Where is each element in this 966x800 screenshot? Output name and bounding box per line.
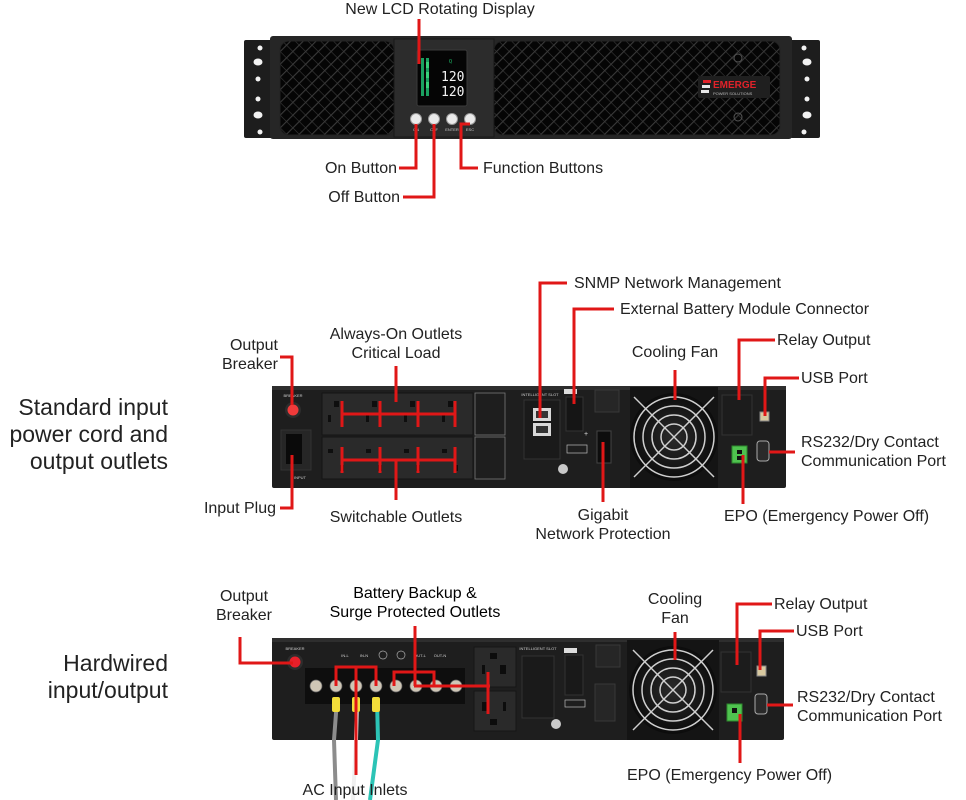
std-epo-callout: EPO (Emergency Power Off) [724,508,930,525]
hw-cooling-fan-line-1: Cooling [647,591,703,608]
std-input-plug[interactable] [286,434,302,464]
rack-ear-left [244,40,274,138]
standard-caption-line-2: power cord and [9,421,168,447]
switchable-outlets-callout: Switchable Outlets [329,509,463,526]
std-epo-connector[interactable] [731,445,748,464]
battery-backup-callout: Battery Backup & Surge Protected Outlets [305,584,525,622]
brand-subtitle: POWER SOLUTIONS [713,91,753,96]
hardwired-caption-line-1: Hardwired [63,650,168,676]
std-rs232-port[interactable] [756,440,770,462]
hw-usb-port-callout: USB Port [796,623,863,640]
hw-cooling-fan-line-2: Fan [661,610,689,627]
standard-caption: Standard input power cord and output out… [0,394,168,475]
hw-slot-text: INTELLIGENT SLOT [519,646,557,651]
std-rs232-line-2: Communication Port [801,453,946,470]
hw-breaker-button[interactable] [289,656,301,668]
left-grille [279,40,395,136]
snmp-callout: SNMP Network Management [574,275,781,292]
front-leader-lines [399,19,478,199]
hardwired-rear-device: BREAKER IN-L IN-N OUT-L OUT-N INTELLIGEN… [272,638,784,800]
std-relay-output[interactable] [721,394,753,436]
always-on-line-2: Critical Load [351,345,441,362]
off-button-callout: Off Button [328,189,400,206]
std-cooling-fan-callout: Cooling Fan [631,344,719,361]
rack-ear-right [790,40,820,138]
lcd-indicator: Q [449,59,452,65]
standard-leader-lines [280,281,799,510]
battery-backup-line-2: Surge Protected Outlets [329,604,501,621]
brand-logo: EMERGE POWER SOLUTIONS [698,76,770,98]
lcd-reading-2: 120 [441,85,464,100]
hw-rs232-line-2: Communication Port [797,708,942,725]
on-button-callout: On Button [324,160,397,177]
std-relay-output-callout: Relay Output [777,332,871,349]
std-output-breaker-callout: Output Breaker [198,336,278,374]
std-output-breaker-line-2: Breaker [221,356,278,373]
always-on-outlets-callout: Always-On Outlets Critical Load [306,325,486,363]
hw-rs232-callout: RS232/Dry Contact Communication Port [797,688,942,726]
std-input-text: INPUT [294,475,307,480]
svg-text:+: + [584,431,588,438]
lcd-display-callout: New LCD Rotating Display [345,1,535,18]
hw-cooling-fan-callout: Cooling Fan [630,590,720,628]
std-breaker-button[interactable] [287,404,299,416]
front-panel-device: Q 120 120 ON OFF ENTER ESC EMERGE POWER … [244,36,820,139]
ext-battery-callout: External Battery Module Connector [620,301,870,318]
lcd-reading-1: 120 [441,70,464,85]
standard-rear-device: BREAKER INPUT INTELLIGENT SLOT + [272,386,786,488]
hardwired-leader-lines [238,602,794,775]
input-plug-callout: Input Plug [203,500,276,517]
esc-button-label: ESC [466,127,474,132]
in-l-text: IN-L [341,653,349,658]
off-button[interactable] [428,113,440,125]
hardwired-caption-line-2: input/output [47,677,168,703]
gigabit-callout: Gigabit Network Protection [513,506,693,544]
out-n-text: OUT-N [434,653,447,658]
hw-output-breaker-callout: Output Breaker [200,587,288,625]
hw-breaker-text: BREAKER [285,646,304,651]
lcd-screen [416,49,468,107]
std-rs232-line-1: RS232/Dry Contact [801,434,939,451]
ac-input-callout: AC Input Inlets [302,782,408,799]
out-l-text: OUT-L [414,653,427,658]
std-output-breaker-line-1: Output [229,337,278,354]
always-on-line-1: Always-On Outlets [329,326,463,343]
battery-backup-line-1: Battery Backup & [353,585,477,602]
brand-name: EMERGE [713,80,757,91]
enter-button[interactable] [446,113,458,125]
enter-button-label: ENTER [445,127,459,132]
function-buttons-callout: Function Buttons [483,160,604,177]
in-n-text: IN-N [360,653,368,658]
hw-rs232-port[interactable] [754,693,768,715]
std-usb-port-callout: USB Port [801,370,868,387]
std-rs232-callout: RS232/Dry Contact Communication Port [801,433,946,471]
hw-relay-output-callout: Relay Output [774,596,868,613]
gigabit-line-1: Gigabit [577,507,629,524]
hw-rs232-line-1: RS232/Dry Contact [797,689,935,706]
gigabit-line-2: Network Protection [535,526,671,543]
on-button[interactable] [410,113,422,125]
hw-epo-callout: EPO (Emergency Power Off) [627,767,833,784]
hardwired-caption: Hardwired input/output [0,650,168,704]
hw-output-breaker-line-2: Breaker [215,607,273,624]
standard-caption-line-1: Standard input [18,394,168,420]
standard-caption-line-3: output outlets [29,448,168,474]
hw-output-breaker-line-1: Output [219,588,269,605]
